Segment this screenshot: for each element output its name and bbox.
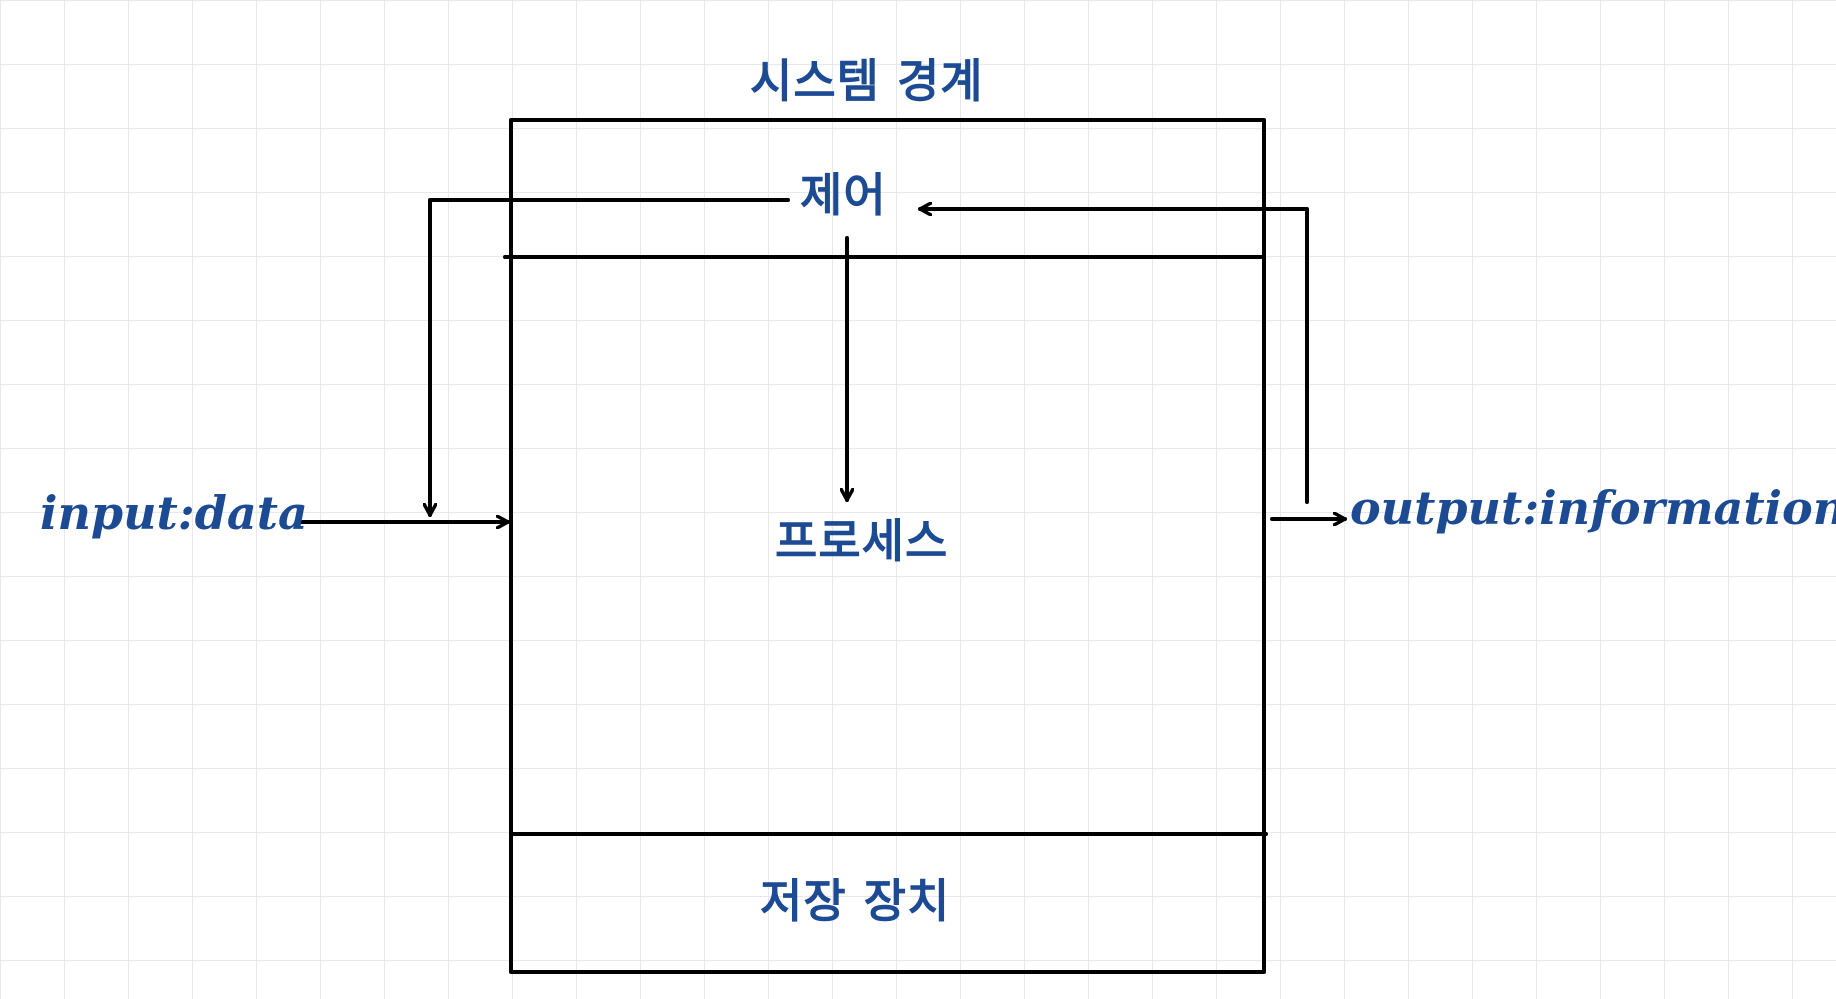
control-label: 제어 xyxy=(800,168,887,222)
process-label: 프로세스 xyxy=(775,514,949,568)
system-boundary-box xyxy=(509,118,1266,974)
output-to-control-arrow xyxy=(918,209,1309,504)
output-label: output:information xyxy=(1350,481,1836,535)
system-boundary-title: 시스템 경계 xyxy=(750,54,984,108)
control-to-input-arrow xyxy=(430,198,790,517)
input-label: input:data xyxy=(40,486,308,540)
storage-label: 저장 장치 xyxy=(760,874,951,928)
